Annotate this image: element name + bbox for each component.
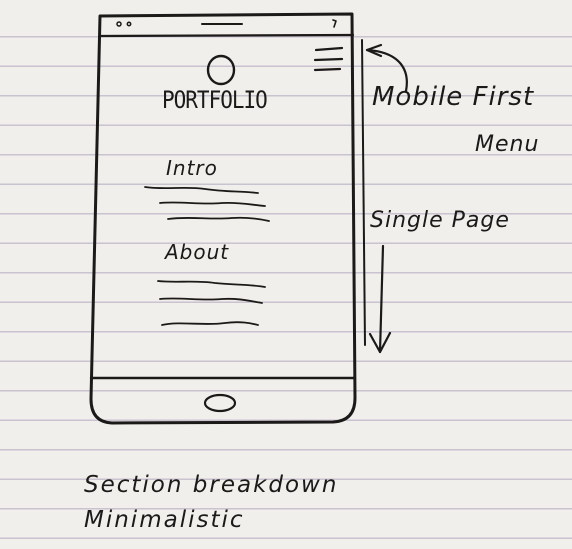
annotation-single-page: Single Page: [370, 208, 510, 233]
status-bar-divider: [99, 33, 355, 38]
note-section-breakdown: Section breakdown: [84, 472, 339, 498]
phone-frame: [89, 12, 357, 425]
intro-text-scribbles: [144, 186, 270, 222]
curved-arrow-icon: [365, 43, 408, 93]
status-icon-battery: [332, 19, 337, 28]
about-text-scribbles: [157, 280, 266, 326]
hamburger-menu-icon[interactable]: [313, 46, 344, 72]
status-icon-camera: [116, 21, 122, 27]
annotation-menu: Menu: [475, 132, 540, 157]
annotation-divider-line: [361, 39, 366, 346]
home-button-icon[interactable]: [203, 393, 237, 413]
section-label-about: About: [165, 240, 230, 264]
note-minimalistic: Minimalistic: [84, 507, 245, 533]
section-label-intro: Intro: [166, 156, 218, 180]
status-icon-sensor: [126, 21, 132, 27]
down-arrow-icon: [368, 244, 392, 354]
logo-circle-icon: [206, 54, 236, 86]
brand-title: PORTFOLIO: [162, 86, 268, 114]
annotation-mobile-first: Mobile First: [372, 82, 535, 112]
